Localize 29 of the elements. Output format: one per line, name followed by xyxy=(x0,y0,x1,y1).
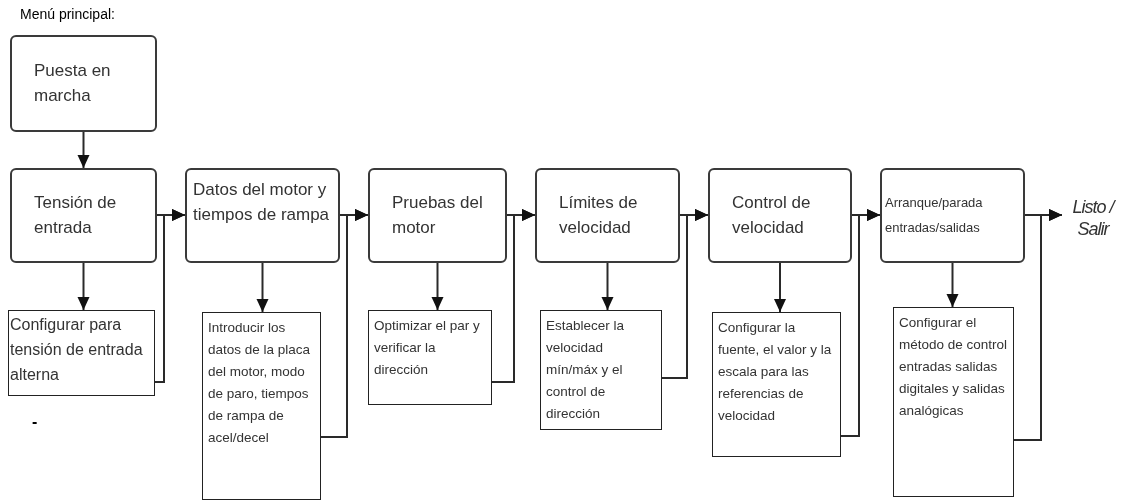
arrow xyxy=(320,209,369,438)
arrow xyxy=(77,262,90,311)
arrow xyxy=(256,262,269,313)
step-box: Arranque/parada entradas/salidas xyxy=(880,168,1025,263)
description-box: Configurar para tensión de entrada alterna xyxy=(8,310,155,396)
arrow xyxy=(840,209,881,437)
title: Menú principal: xyxy=(20,5,115,24)
arrow xyxy=(1013,209,1063,441)
description-box: Optimizar el par y verificar la dirección xyxy=(368,310,492,405)
step-box: Tensión de entrada xyxy=(10,168,157,263)
step-box: Datos del motor y tiempos de rampa xyxy=(185,168,340,263)
note-text: - xyxy=(32,412,38,432)
arrow xyxy=(77,131,90,169)
end-label: Listo / Salir xyxy=(1062,196,1124,240)
arrow xyxy=(601,262,614,311)
step-box: Límites de velocidad xyxy=(535,168,680,263)
arrow xyxy=(491,209,536,383)
description-box: Introducir los datos de la placa del motor, modo de paro, tiempos de rampa de acel/decel xyxy=(202,312,321,500)
step-box: Control de velocidad xyxy=(708,168,852,263)
arrow xyxy=(431,262,444,311)
description-box: Establecer la velocidad mín/máx y el control de dirección xyxy=(540,310,662,430)
description-box: Configurar el método de control entradas salidas digitales y salidas analógicas xyxy=(893,307,1014,497)
step-box: Puesta en marcha xyxy=(10,35,157,132)
step-box: Pruebas del motor xyxy=(368,168,507,263)
arrow xyxy=(154,209,186,383)
arrow xyxy=(661,209,709,379)
arrow xyxy=(946,262,959,308)
arrow xyxy=(774,262,786,313)
description-box: Configurar la fuente, el valor y la escala para las referencias de velocidad xyxy=(712,312,841,457)
